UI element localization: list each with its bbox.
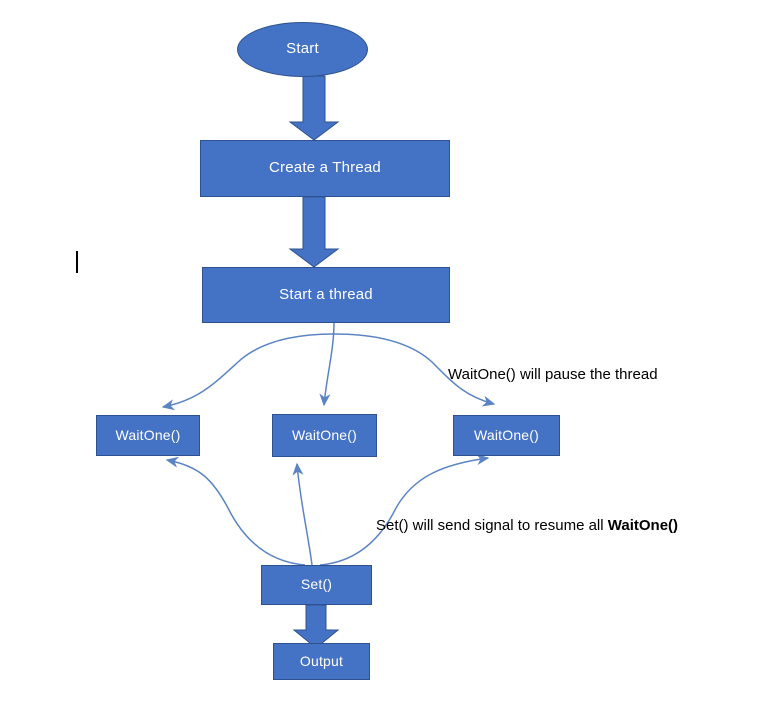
arrow-set-to-output xyxy=(292,604,340,649)
node-waitone-middle[interactable]: WaitOne() xyxy=(272,414,377,457)
node-create-thread[interactable]: Create a Thread xyxy=(200,140,450,197)
node-start-label: Start xyxy=(286,40,319,58)
node-start[interactable]: Start xyxy=(237,22,368,77)
node-output[interactable]: Output xyxy=(273,643,370,680)
arrow-start-thread-to-waitone-left xyxy=(161,333,335,411)
annotation-set-note: Set() will send signal to resume all Wai… xyxy=(376,517,678,534)
arrow-set-to-waitone-middle xyxy=(292,462,313,566)
arrow-create-thread-to-start-thread xyxy=(288,196,340,268)
node-set[interactable]: Set() xyxy=(261,565,372,605)
node-waitone-right-label: WaitOne() xyxy=(473,426,540,443)
node-waitone-right[interactable]: WaitOne() xyxy=(453,415,560,456)
arrow-set-to-waitone-left xyxy=(165,456,306,566)
node-start-thread-label: Start a thread xyxy=(279,285,373,303)
arrow-start-thread-to-waitone-middle xyxy=(319,322,335,407)
arrow-set-to-waitone-right xyxy=(319,454,490,566)
node-output-label: Output xyxy=(299,652,344,669)
annotation-set-note-bold: WaitOne() xyxy=(607,517,679,534)
node-waitone-left-label: WaitOne() xyxy=(115,426,181,443)
annotation-set-note-prefix: Set() will send signal to resume all xyxy=(376,517,608,534)
arrow-start-to-create-thread xyxy=(288,75,340,141)
arrow-start-thread-to-waitone-right xyxy=(333,333,496,407)
text-caret-artifact xyxy=(76,251,78,273)
node-create-thread-label: Create a Thread xyxy=(269,159,381,177)
annotation-waitone-note: WaitOne() will pause the thread xyxy=(448,366,658,383)
node-waitone-left[interactable]: WaitOne() xyxy=(96,415,200,456)
node-waitone-middle-label: WaitOne() xyxy=(291,426,358,443)
node-set-label: Set() xyxy=(300,576,333,593)
node-start-thread[interactable]: Start a thread xyxy=(202,267,450,323)
annotation-waitone-note-text: WaitOne() will pause the thread xyxy=(448,366,658,383)
